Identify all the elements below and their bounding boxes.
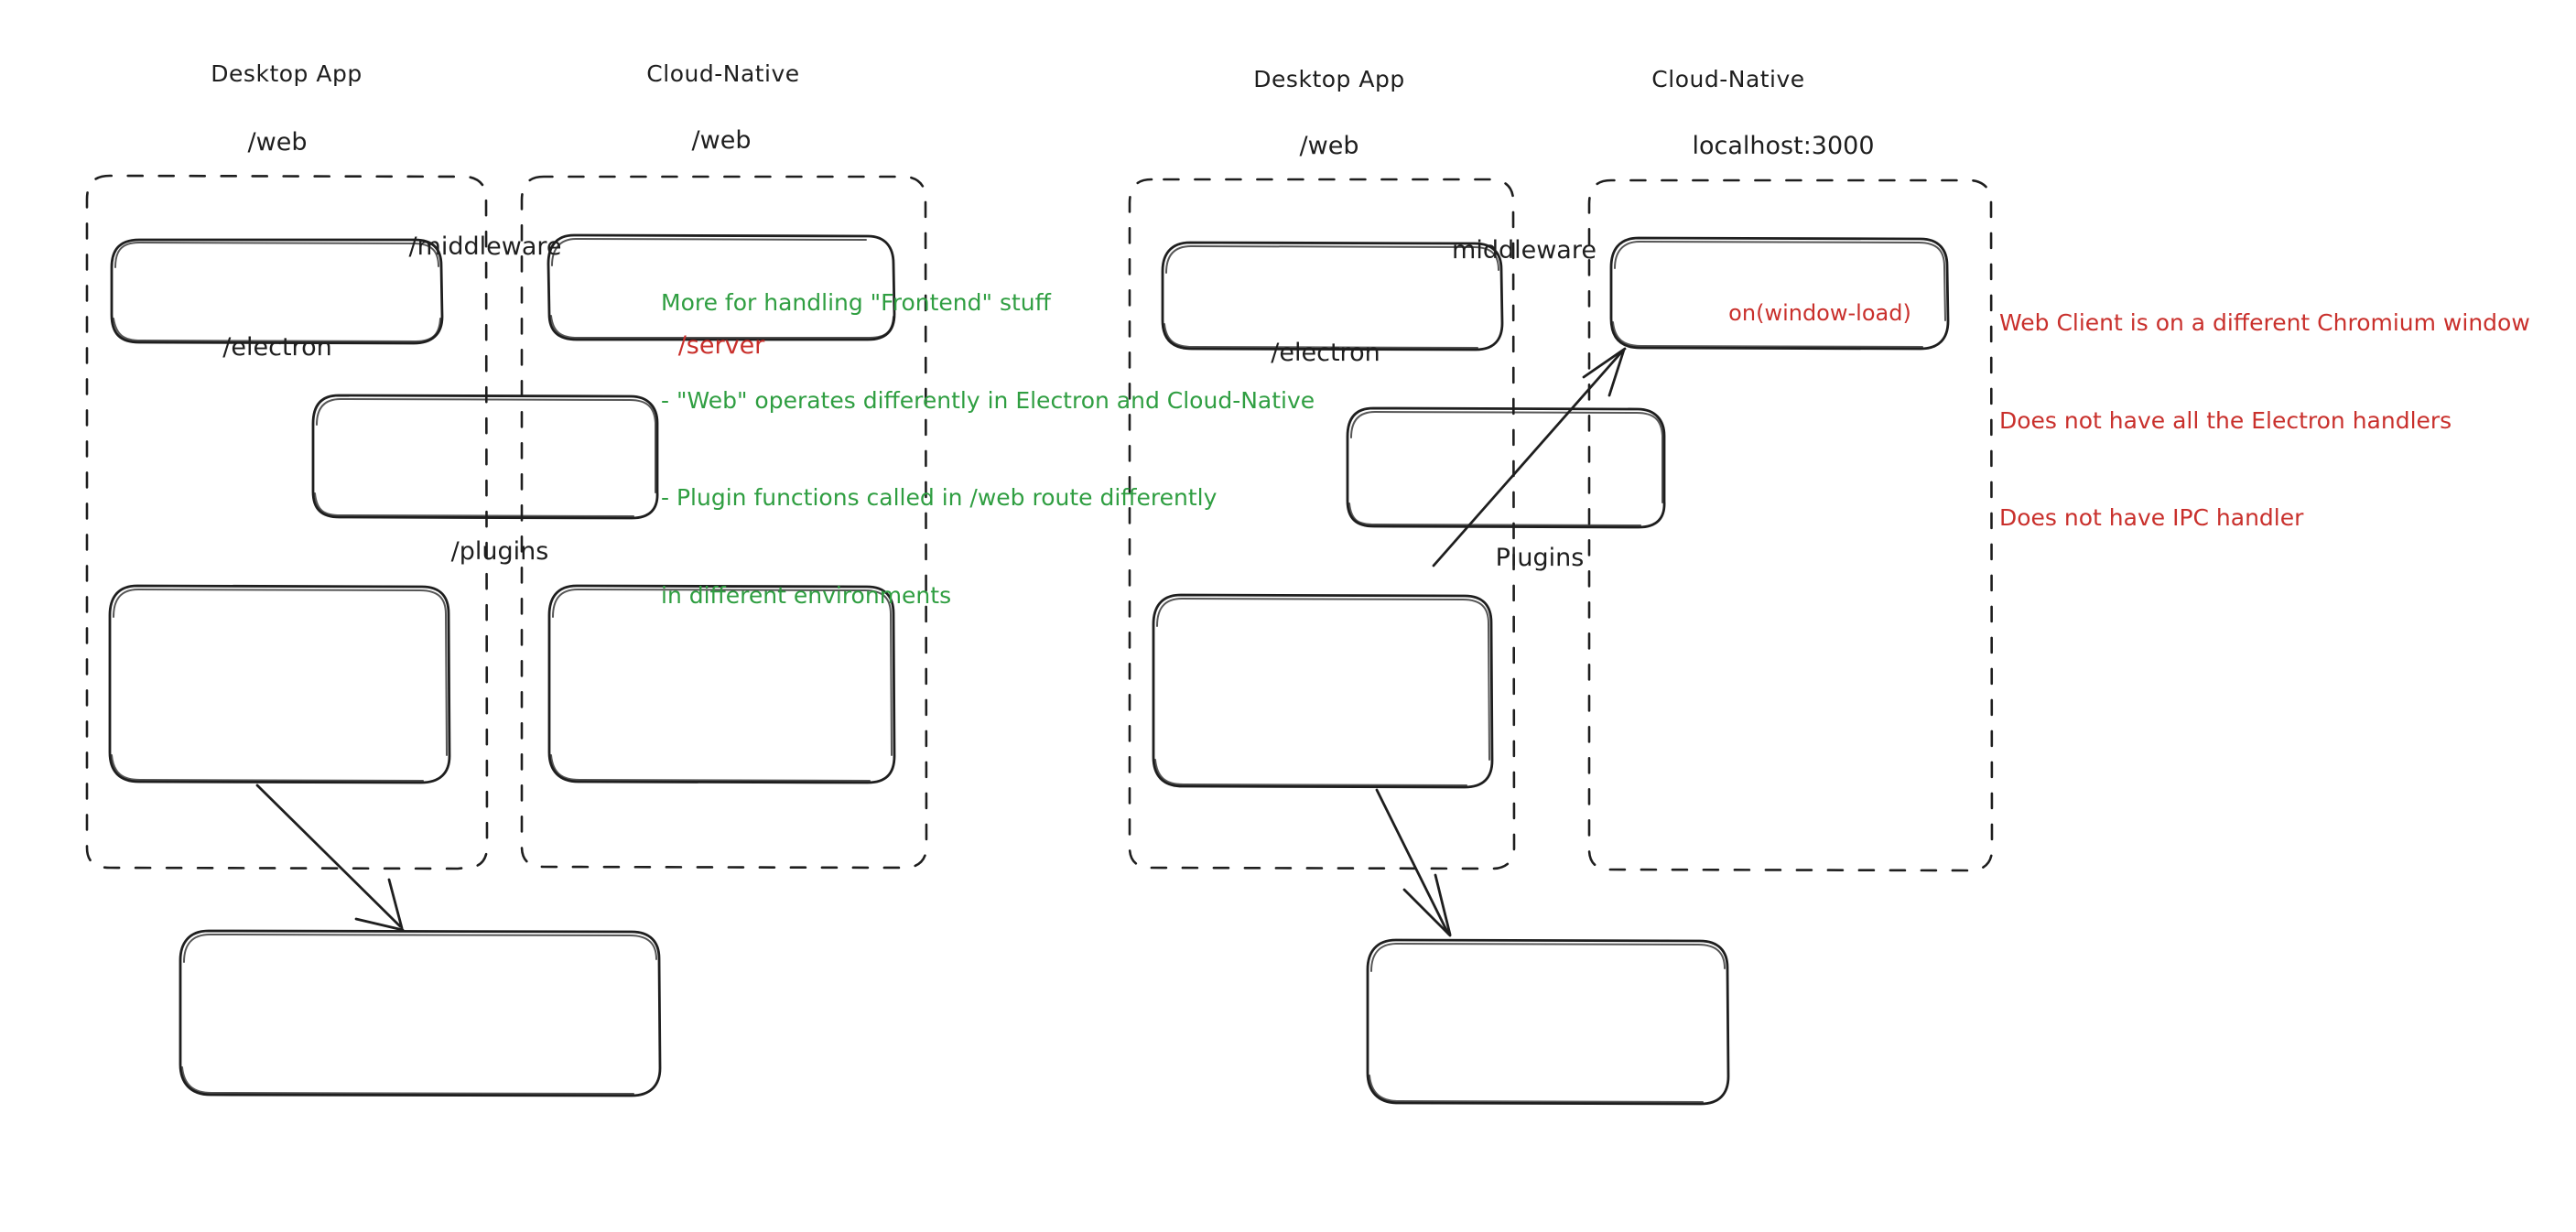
right-localhost-box xyxy=(1609,236,1950,351)
green-note: More for handling "Frontend" stuff - "We… xyxy=(661,222,1315,676)
right-middleware-label: middleware xyxy=(1452,236,1596,265)
left-electron-to-plugins-arrow xyxy=(255,784,405,932)
left-server-label: /server xyxy=(677,331,765,360)
green-note-line-4: in different environments xyxy=(661,581,952,609)
right-localhost-label: localhost:3000 xyxy=(1692,132,1875,160)
green-note-line-2: - "Web" operates differently in Electron… xyxy=(661,386,1315,414)
right-desktop-app-title: Desktop App xyxy=(1253,66,1405,92)
left-plugins-label: /plugins xyxy=(450,537,549,566)
left-electron-label: /electron xyxy=(222,333,332,362)
green-note-line-1: More for handling "Frontend" stuff xyxy=(661,289,1051,316)
left-desktop-web-label: /web xyxy=(247,128,308,157)
right-cloud-native-group xyxy=(1587,178,1994,872)
red-note-line-2: Does not have all the Electron handlers xyxy=(1999,406,2452,434)
left-desktop-web-box xyxy=(110,238,444,345)
left-middleware-box xyxy=(311,394,659,520)
left-desktop-app-group xyxy=(85,174,489,870)
left-middleware-label: /middleware xyxy=(408,232,562,261)
right-electron-label: /electron xyxy=(1271,339,1380,367)
red-note-line-3: Does not have IPC handler xyxy=(1999,504,2304,531)
left-desktop-app-title: Desktop App xyxy=(211,60,363,87)
left-cloud-native-title: Cloud-Native xyxy=(646,60,800,87)
red-note: Web Client is on a different Chromium wi… xyxy=(1999,242,2530,600)
right-plugins-label: Plugins xyxy=(1495,544,1585,572)
left-plugins-box xyxy=(179,929,662,1097)
right-localhost-sublabel: on(window-load) xyxy=(1728,300,1911,326)
right-cloud-native-title: Cloud-Native xyxy=(1651,66,1805,92)
left-cloud-web-label: /web xyxy=(691,126,752,155)
right-desktop-web-label: /web xyxy=(1299,132,1359,160)
left-electron-box xyxy=(108,584,451,784)
right-electron-to-plugins-arrow xyxy=(1375,788,1452,937)
right-plugins-box xyxy=(1366,938,1730,1106)
right-middleware-box xyxy=(1346,406,1666,529)
right-electron-to-localhost-arrow xyxy=(1432,347,1627,567)
red-note-line-1: Web Client is on a different Chromium wi… xyxy=(1999,309,2530,336)
green-note-line-3: - Plugin functions called in /web route … xyxy=(661,484,1218,511)
